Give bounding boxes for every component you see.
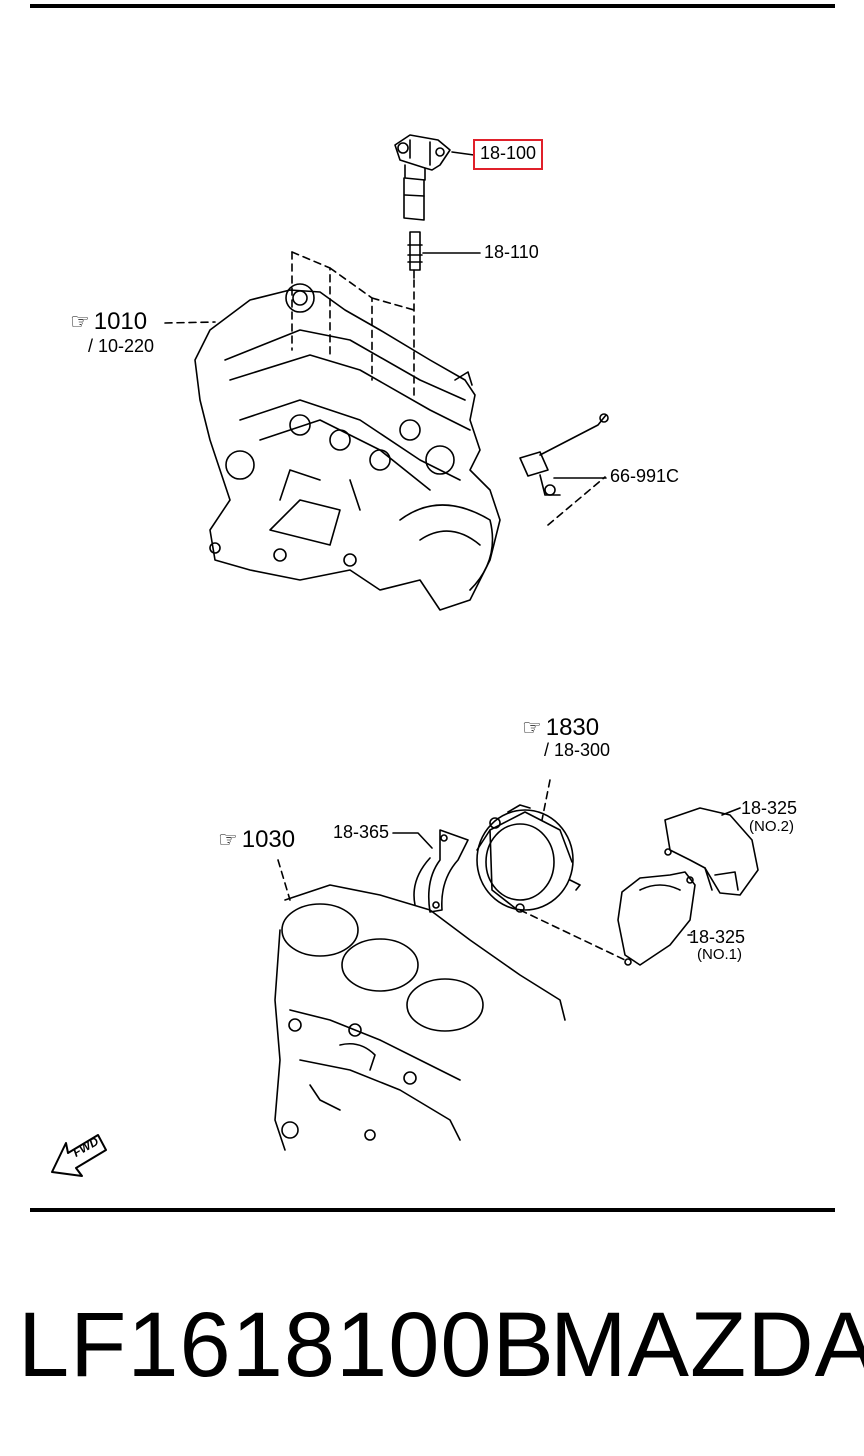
callout-cover-no2[interactable]: 18-325 [741,798,798,818]
pointing-hand-icon: ☞ [70,309,90,334]
spark-plug-drawing [407,231,481,279]
callout-sensor[interactable]: 66-991C [610,466,680,486]
cylinder-block-drawing [274,884,566,1151]
callout-cover-no1[interactable]: 18-325 [689,927,746,947]
block-ref[interactable]: ☞ 1030 [218,826,295,854]
cover-no2-drawing [664,807,759,896]
top-rule [30,4,835,8]
engine-ref[interactable]: ☞ 1010 [70,308,147,336]
block-ref-fig: 1030 [241,826,296,853]
bracket-drawing [392,829,469,913]
brand-name: MAZDA [550,1294,864,1396]
bottom-rule [30,1208,835,1212]
pointing-hand-icon: ☞ [522,715,542,740]
callout-bracket[interactable]: 18-365 [333,822,390,842]
sensor-drawing [519,413,609,496]
cover-no1-drawing [617,871,696,966]
parts-diagram [51,134,759,1177]
part-number: LF1618100B [18,1294,555,1396]
pump-ref-fig: 1830 [545,714,600,741]
ignition-coil-drawing [394,134,475,221]
engine-ref-fig: 1010 [93,308,148,335]
fwd-arrow-drawing [51,1134,107,1177]
engine-ref-sub: / 10-220 [88,336,155,356]
pump-ref[interactable]: ☞ 1830 [522,714,599,742]
guide-lines [164,251,626,961]
callout-ignition-coil[interactable]: 18-100 [480,143,537,163]
callout-cover-no1-sub: (NO.1) [697,946,742,963]
pump-ref-sub: / 18-300 [544,740,611,760]
callout-cover-no2-sub: (NO.2) [749,818,794,835]
highlight-box [473,139,543,170]
vacuum-pump-drawing [476,804,581,913]
engine-head-drawing [194,283,501,611]
pointing-hand-icon: ☞ [218,827,238,852]
callout-spark-plug[interactable]: 18-110 [484,242,539,262]
